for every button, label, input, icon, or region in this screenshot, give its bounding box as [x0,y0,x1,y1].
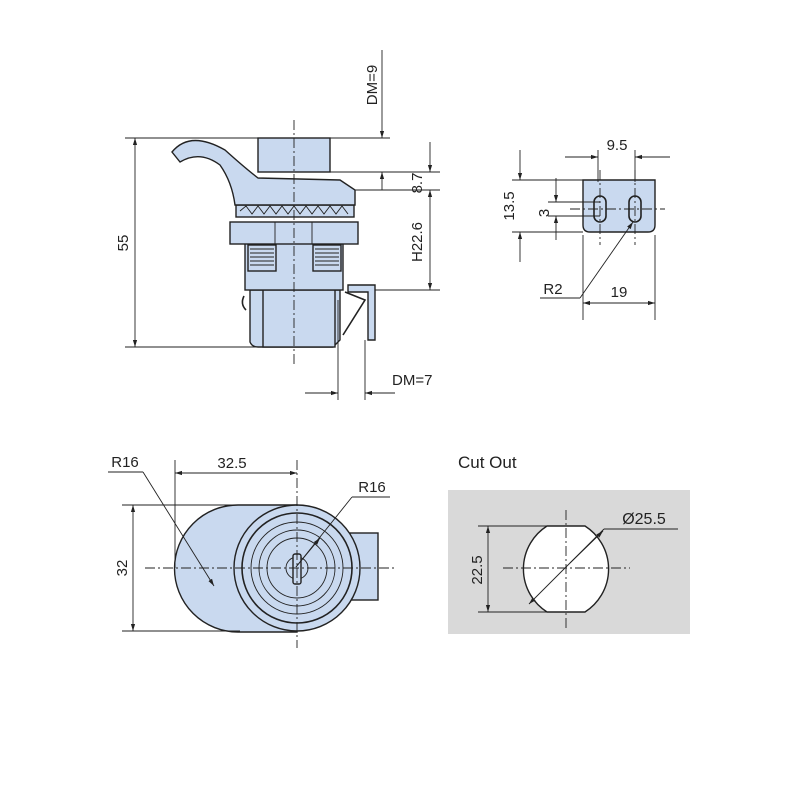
dim-height: 32 [114,560,131,577]
dim-slot-width: 3 [536,209,553,217]
dim-hole-spacing: 9.5 [607,137,628,154]
side-view: 55 DM=9 8.7 H22.6 DM=7 [115,50,440,400]
dim-dm-bottom: DM=7 [392,372,432,389]
lock-body-side [171,137,376,348]
dim-diameter: Ø25.5 [622,511,666,528]
cutout-view: Cut Out 22.5 Ø25.5 [448,453,690,634]
dim-bracket-height: 13.5 [501,191,518,220]
dim-total-height: 55 [115,235,132,252]
dim-thread-height: H22.6 [409,222,426,262]
dim-cap-height: 8.7 [409,173,426,194]
dim-length: 32.5 [217,455,246,472]
dim-radius-left: R16 [111,454,139,471]
dim-flat-height: 22.5 [469,555,486,584]
dim-dm-top: DM=9 [364,65,381,105]
cam-bracket [582,179,656,233]
cutout-title: Cut Out [458,453,517,472]
cam-bracket-view: 9.5 13.5 3 R2 19 [501,137,670,320]
front-view: 32.5 32 R16 R16 [108,454,395,648]
dim-radius-right: R16 [358,479,386,496]
dim-radius: R2 [543,281,562,298]
dim-bracket-width: 19 [611,284,628,301]
